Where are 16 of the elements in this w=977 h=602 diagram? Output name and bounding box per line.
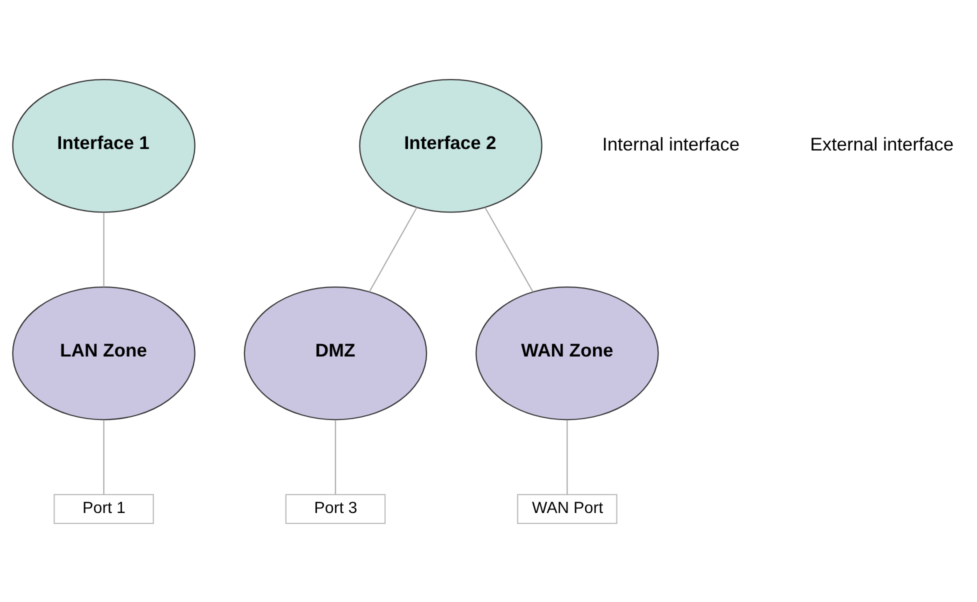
connector (334, 419, 336, 494)
connector (103, 419, 104, 494)
node-box: WAN Port (517, 494, 618, 524)
node-ellipse: WAN Zone (476, 286, 659, 420)
node-ellipse: Interface 1 (12, 78, 196, 212)
connector (368, 206, 418, 292)
node-ellipse: LAN Zone (12, 286, 196, 420)
connector (103, 212, 104, 286)
node-ellipse: Interface 2 (359, 78, 542, 212)
node-ellipse: DMZ (244, 286, 428, 420)
node-box: Port 1 (54, 494, 154, 524)
label: External interface (810, 132, 954, 154)
node-box: Port 3 (285, 494, 386, 524)
label: Internal interface (602, 132, 740, 154)
connector (566, 419, 568, 494)
connector (484, 206, 534, 292)
